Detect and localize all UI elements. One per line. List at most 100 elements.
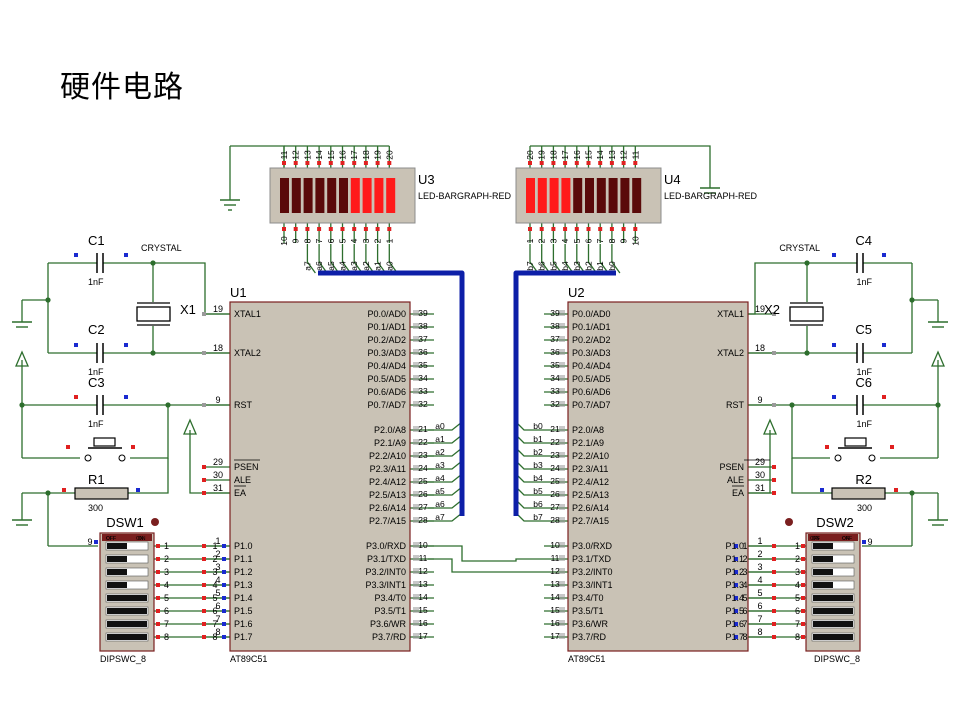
pin-marker	[772, 609, 776, 613]
net-label: a3	[349, 261, 359, 271]
pin-number: 9	[867, 537, 872, 547]
bus-entry	[529, 244, 539, 274]
pin-marker	[124, 253, 128, 257]
pin-marker	[202, 557, 206, 561]
u2-part: AT89C51	[568, 654, 605, 664]
pin-label: P2.1/A9	[374, 438, 406, 448]
dip-on-label: ON	[842, 536, 850, 542]
pin-number: 6	[757, 601, 762, 611]
pin-number: 8	[164, 632, 169, 642]
net-label: b5	[548, 261, 558, 271]
pin-number: 2	[215, 549, 220, 559]
power-arrow	[931, 350, 945, 367]
dip-toggle-off	[813, 556, 833, 562]
dip-header	[102, 534, 152, 541]
led-segment-on	[526, 178, 535, 213]
pin-marker	[317, 227, 322, 231]
net-label: a3	[435, 460, 445, 470]
bus-entry	[428, 486, 463, 496]
dip-off-label: OFF	[810, 536, 820, 542]
pin-number: 24	[550, 463, 560, 473]
pin-marker	[559, 620, 565, 626]
pin-marker	[832, 395, 836, 399]
net-label: b3	[533, 460, 543, 470]
wire	[22, 492, 49, 546]
pin-marker	[156, 609, 160, 613]
pin-marker	[375, 161, 380, 165]
pin-marker	[621, 227, 626, 231]
bus-entry	[611, 244, 621, 274]
pin-marker	[559, 426, 565, 432]
pin-number: 7	[742, 619, 747, 629]
pin-marker	[136, 488, 140, 492]
pin-label: P1.6	[725, 619, 744, 629]
pin-marker	[363, 161, 368, 165]
pin-label: P3.4/T0	[572, 593, 604, 603]
net-label: b4	[560, 261, 570, 271]
net-label: a1	[435, 434, 445, 444]
pin-label: P1.2	[725, 567, 744, 577]
capacitor-ref: C2	[88, 322, 105, 337]
bus-entry	[587, 244, 598, 274]
pin-label: P3.4/T0	[374, 593, 406, 603]
pin-marker	[559, 439, 565, 445]
dip-pin1-dot	[151, 518, 159, 526]
pin-number: 9	[291, 238, 301, 243]
pin-label: P3.7/RD	[372, 632, 407, 642]
pin-label: P0.2/AD2	[367, 335, 406, 345]
net-label: a7	[435, 512, 445, 522]
pin-number: 5	[212, 593, 217, 603]
pin-marker	[413, 581, 419, 587]
wire	[911, 492, 938, 546]
pin-marker	[559, 465, 565, 471]
pin-label: P2.6/A14	[572, 503, 609, 513]
pin-marker	[413, 517, 419, 523]
pin-marker	[202, 478, 206, 482]
pin-number: 34	[550, 373, 560, 383]
dip-toggle-on	[813, 608, 853, 614]
led-segment-off	[608, 178, 618, 213]
pin-marker	[894, 488, 898, 492]
pin-number: 16	[338, 150, 348, 160]
pin-number: 14	[550, 592, 560, 602]
pin-marker	[772, 557, 776, 561]
net-label: b0	[533, 421, 543, 431]
pin-marker	[633, 227, 638, 231]
pin-marker	[801, 570, 805, 574]
pin-number: 1	[212, 541, 217, 551]
pin-marker	[413, 401, 419, 407]
pin-marker	[202, 403, 206, 407]
bus-entry	[564, 244, 574, 274]
pin-number: 6	[164, 606, 169, 616]
pin-marker	[772, 312, 776, 316]
power-arrow	[183, 418, 197, 435]
pin-marker	[156, 622, 160, 626]
pin-label: P3.7/RD	[572, 632, 607, 642]
pin-number: 29	[213, 457, 223, 467]
pin-label: EA	[234, 488, 246, 498]
pin-number: 29	[755, 457, 765, 467]
pin-marker	[156, 596, 160, 600]
bus-entry	[428, 434, 463, 444]
pin-label: P1.1	[234, 554, 253, 564]
bus-a	[318, 270, 465, 516]
pin-label: P3.1/TXD	[367, 554, 407, 564]
dip-off-label: OFF	[106, 536, 116, 542]
pin-number: 36	[418, 347, 428, 357]
pin-number: 15	[584, 150, 594, 160]
pin-marker	[282, 161, 286, 165]
pin-number: 8	[302, 238, 312, 243]
pin-number: 31	[213, 483, 223, 493]
net-label: b0	[607, 261, 617, 271]
bus-entry	[599, 244, 609, 274]
pin-label: XTAL1	[234, 309, 261, 319]
dip-ref: DSW2	[816, 515, 854, 530]
dip-pin1-dot	[785, 518, 793, 526]
pin-marker	[551, 161, 556, 165]
pin-label: P1.5	[725, 606, 744, 616]
led-segment-on	[549, 178, 559, 213]
page-title: 硬件电路	[60, 70, 184, 105]
pin-label: P2.2/A10	[369, 451, 406, 461]
pin-number: 2	[795, 554, 800, 564]
dip-toggle-off	[107, 569, 127, 575]
